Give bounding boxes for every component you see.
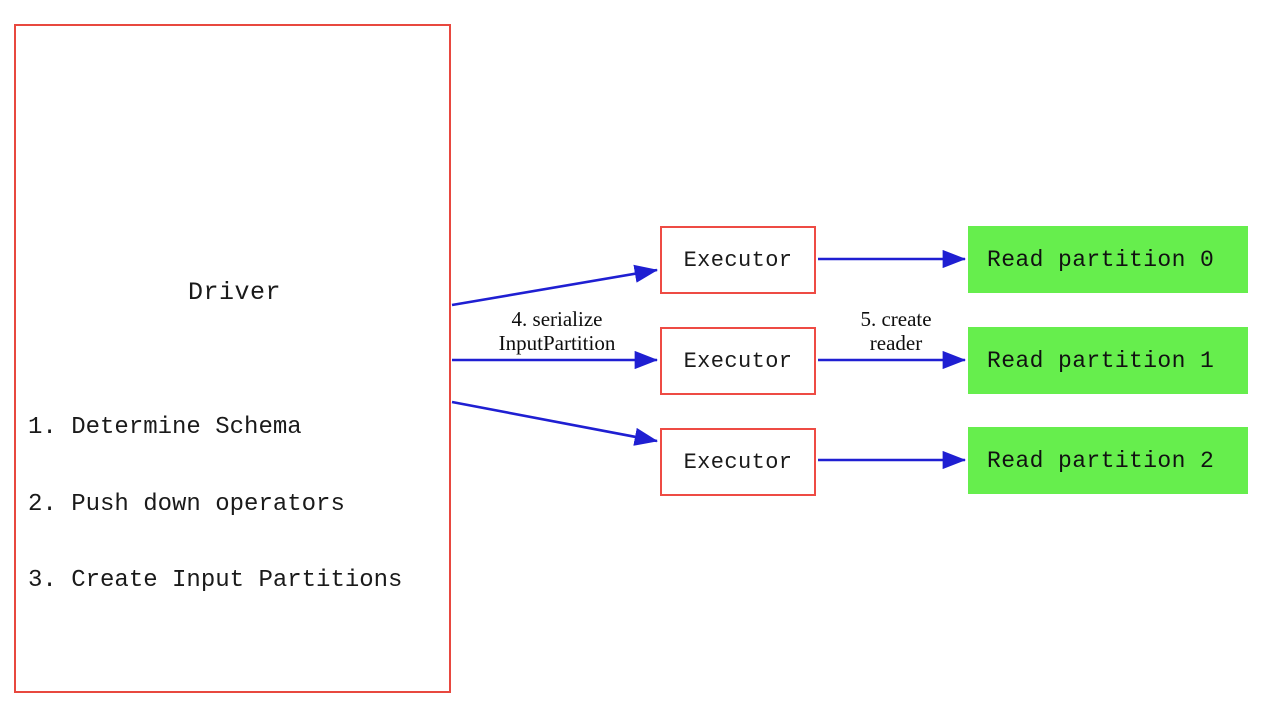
- driver-title: Driver: [187, 278, 281, 307]
- executor-box-1: Executor: [660, 226, 816, 294]
- driver-step-2: 2. Push down operators: [28, 490, 345, 518]
- executor-label-2: Executor: [683, 348, 793, 374]
- arrow-driver-to-executor-1: [451, 264, 659, 307]
- edge-label-serialize: 4. serialize InputPartition: [498, 307, 616, 355]
- executor-label-1: Executor: [683, 247, 793, 273]
- driver-step-3: 3. Create Input Partitions: [28, 567, 403, 594]
- executor-box-2: Executor: [660, 327, 816, 395]
- driver-steps-list: 1. Determine Schema 2. Push down operato…: [28, 364, 448, 645]
- read-partition-label-0: Read partition 0: [987, 246, 1215, 273]
- driver-box: Driver 1. Determine Schema 2. Push down …: [14, 24, 451, 693]
- read-partition-box-2: Read partition 2: [968, 427, 1248, 494]
- driver-step-1: 1. Determine Schema: [28, 414, 302, 441]
- arrow-driver-to-executor-3: [451, 400, 659, 446]
- read-partition-label-2: Read partition 2: [987, 447, 1215, 474]
- executor-label-3: Executor: [683, 449, 793, 475]
- read-partition-label-1: Read partition 1: [987, 347, 1215, 374]
- edge-label-create-reader: 5. create reader: [860, 307, 932, 355]
- executor-box-3: Executor: [660, 428, 816, 496]
- read-partition-box-1: Read partition 1: [968, 327, 1248, 394]
- read-partition-box-0: Read partition 0: [968, 226, 1248, 293]
